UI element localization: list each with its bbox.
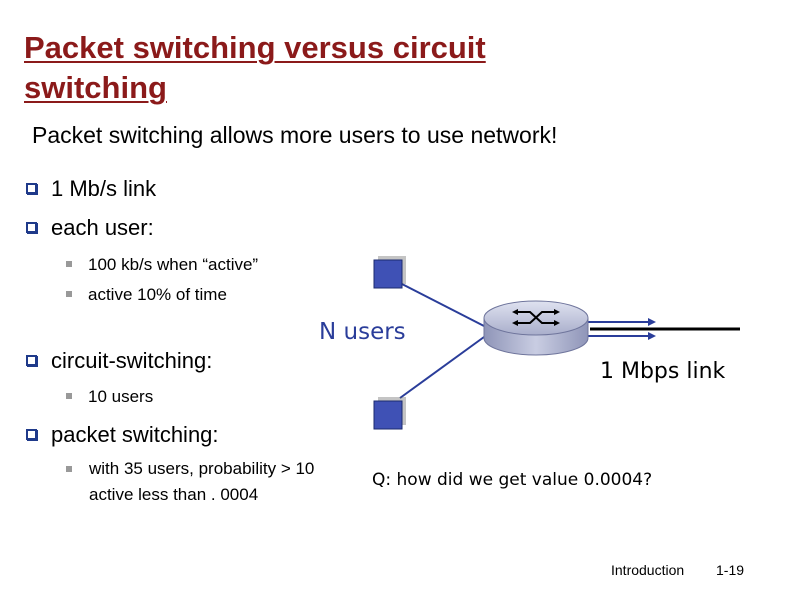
- host-top-icon: [373, 256, 406, 289]
- subbullet-active-rate: 100 kb/s when “active”: [66, 255, 258, 275]
- subbullet-active-time: active 10% of time: [66, 285, 227, 305]
- square-bullet-icon: [66, 291, 72, 297]
- subbullet-text: active 10% of time: [88, 285, 227, 304]
- checkbox-bullet-icon: [26, 183, 37, 194]
- bullet-link-capacity: 1 Mb/s link: [26, 176, 156, 202]
- bullet-text: circuit-switching:: [51, 348, 213, 373]
- access-link-top: [399, 282, 485, 327]
- bullet-text: packet switching:: [51, 422, 219, 447]
- packet-arrows-icon: [585, 318, 656, 340]
- square-bullet-icon: [66, 393, 72, 399]
- bullet-text: 1 Mb/s link: [51, 176, 157, 201]
- checkbox-bullet-icon: [26, 429, 37, 440]
- link-label: 1 Mbps link: [600, 359, 726, 384]
- subbullet-text: with 35 users, probability > 10 active l…: [89, 459, 315, 504]
- square-bullet-icon: [66, 466, 72, 472]
- square-bullet-icon: [66, 261, 72, 267]
- slide-subtitle: Packet switching allows more users to us…: [32, 122, 558, 148]
- bullet-each-user: each user:: [26, 215, 154, 241]
- bullet-packet-switching: packet switching:: [26, 422, 219, 448]
- slide-title: Packet switching versus circuit switchin…: [24, 30, 486, 105]
- bullet-text: each user:: [51, 215, 154, 240]
- bullet-circuit-switching: circuit-switching:: [26, 348, 212, 374]
- subbullet-circuit-users: 10 users: [66, 387, 153, 407]
- host-bottom-icon: [373, 397, 406, 430]
- footer-page-number: 1-19: [716, 562, 745, 578]
- question-text: Q: how did we get value 0.0004?: [372, 470, 653, 490]
- footer-section: Introduction: [611, 562, 685, 578]
- subbullet-text: 100 kb/s when “active”: [88, 255, 259, 274]
- checkbox-bullet-icon: [26, 355, 37, 366]
- checkbox-bullet-icon: [26, 222, 37, 233]
- access-link-bottom: [399, 336, 485, 399]
- subbullet-text: 10 users: [88, 387, 154, 406]
- users-label: N users: [319, 319, 406, 345]
- subbullet-packet-probability: with 35 users, probability > 10 active l…: [66, 456, 336, 508]
- router-icon: [483, 300, 589, 356]
